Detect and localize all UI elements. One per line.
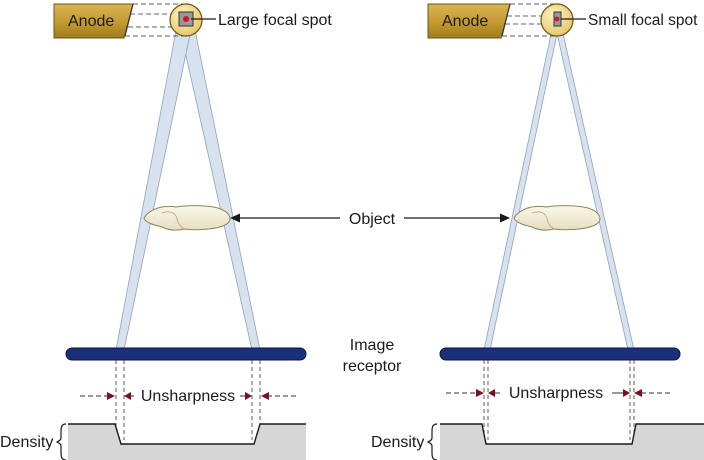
right-density-label: Density — [371, 434, 424, 451]
small-focal-spot-label: Small focal spot — [588, 12, 698, 29]
right-density-brace — [426, 423, 438, 460]
left-unsharpness-arrows: Unsharpness — [80, 388, 296, 405]
right-focal-spot: Small focal spot — [540, 3, 698, 37]
left-focal-spot: Large focal spot — [169, 3, 332, 37]
right-unsharpness-arrows: Unsharpness — [446, 385, 670, 402]
object-callout: Object — [230, 211, 510, 228]
left-anode-label: Anode — [68, 13, 114, 30]
left-density-label: Density — [0, 434, 53, 451]
object-label: Object — [349, 211, 396, 228]
left-xray-beam — [115, 19, 261, 351]
left-density-profile: Density — [0, 423, 306, 460]
left-density-brace — [55, 423, 67, 460]
image-receptor-label-line2: receptor — [343, 358, 402, 375]
image-receptor-label-line1: Image — [350, 337, 395, 354]
left-image-receptor — [65, 347, 307, 361]
right-object-tooth — [513, 205, 601, 231]
left-object-tooth — [143, 205, 231, 231]
right-density-profile: Density — [371, 423, 704, 460]
image-receptor-label: Image receptor — [343, 337, 402, 375]
right-anode: Anode — [427, 3, 557, 39]
right-unsharpness-label: Unsharpness — [509, 385, 603, 402]
right-focal-spot-dot — [554, 16, 560, 22]
right-xray-beam — [483, 19, 635, 351]
large-focal-spot-label: Large focal spot — [218, 12, 332, 29]
left-panel-large-focal-spot: Anode Large focal spot — [0, 3, 332, 460]
right-anode-label: Anode — [442, 13, 488, 30]
right-image-receptor — [439, 347, 681, 361]
right-panel-small-focal-spot: Anode Small focal spot — [371, 3, 704, 460]
left-anode: Anode — [53, 3, 186, 39]
left-unsharpness-label: Unsharpness — [141, 388, 235, 405]
left-focal-spot-dot — [183, 16, 189, 22]
right-unsharpness-guides — [483, 360, 635, 440]
